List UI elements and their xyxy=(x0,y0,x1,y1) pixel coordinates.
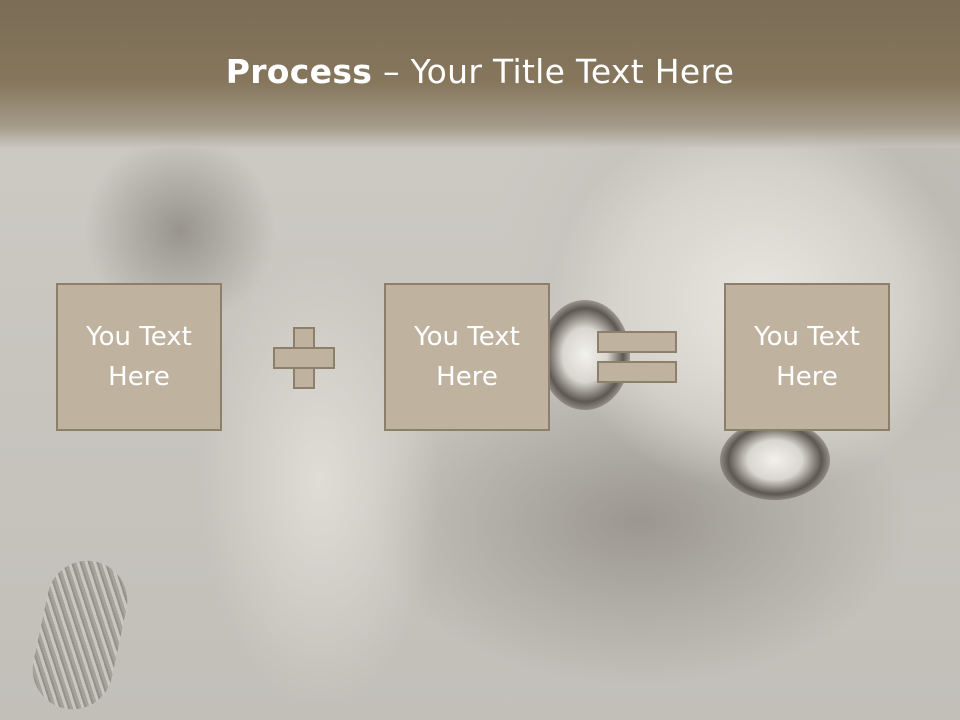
photo-eye-right xyxy=(720,420,830,500)
title-bar xyxy=(0,0,960,148)
equals-bar-top xyxy=(597,331,677,353)
process-box-3[interactable]: You Text Here xyxy=(724,283,890,431)
plus-icon xyxy=(273,327,335,389)
slide-title-bold: Process xyxy=(225,52,373,91)
process-box-2[interactable]: You Text Here xyxy=(384,283,550,431)
process-box-1-text: You Text Here xyxy=(86,322,192,392)
process-box-3-text: You Text Here xyxy=(754,322,860,392)
photo-eye-left xyxy=(540,300,630,410)
slide-title: Process – Your Title Text Here xyxy=(0,52,960,91)
process-box-1[interactable]: You Text Here xyxy=(56,283,222,431)
equals-bar-bottom xyxy=(597,361,677,383)
process-box-2-text: You Text Here xyxy=(414,322,520,392)
slide-title-rest: – Your Title Text Here xyxy=(372,52,735,91)
